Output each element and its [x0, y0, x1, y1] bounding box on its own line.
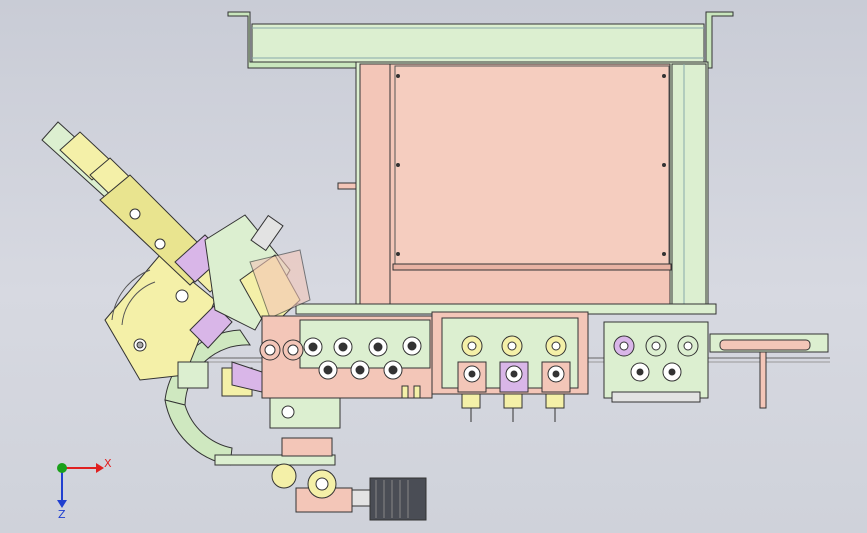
roller-icon	[303, 336, 422, 380]
roller-station-1[interactable]	[259, 315, 433, 399]
x-axis-label: X	[104, 457, 112, 470]
roller-station-3[interactable]	[603, 321, 709, 403]
z-axis-label: Z	[58, 508, 66, 521]
motor-icon	[351, 477, 427, 521]
exit-guide[interactable]	[709, 333, 829, 409]
top-tray[interactable]	[227, 11, 734, 69]
drive-motor[interactable]	[271, 463, 427, 521]
swing-arm-assembly[interactable]	[41, 121, 341, 466]
main-cabinet[interactable]	[337, 61, 709, 311]
roller-station-2[interactable]	[431, 311, 589, 422]
coordinate-triad-icon: X Z	[57, 457, 112, 521]
